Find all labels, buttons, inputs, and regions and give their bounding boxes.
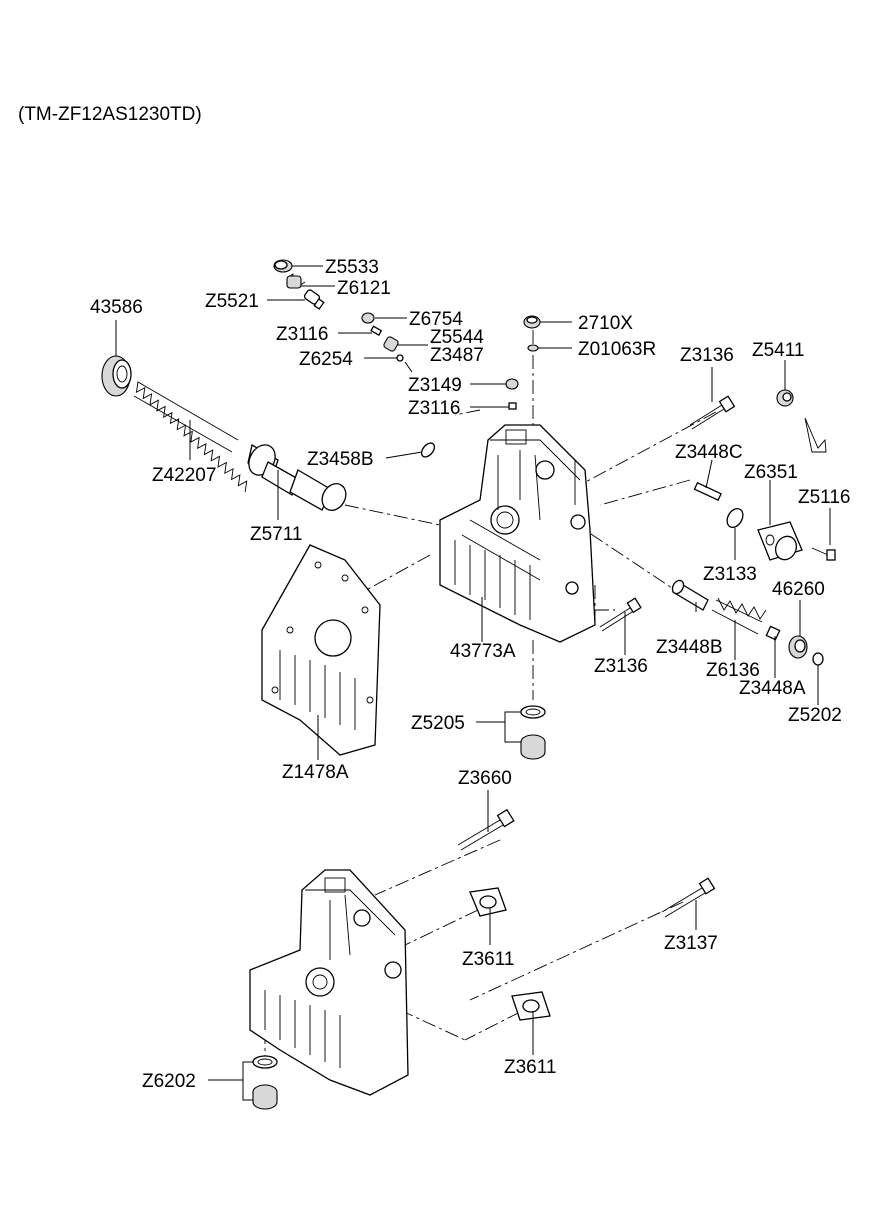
part-z3136-b-bolt xyxy=(599,597,642,632)
label-z3660: Z3660 xyxy=(458,768,512,789)
part-lower-valve-body xyxy=(249,869,409,1096)
label-z6754: Z6754 xyxy=(409,309,463,330)
part-z3149 xyxy=(505,378,519,390)
label-z3611-a: Z3611 xyxy=(462,949,514,970)
label-z3137: Z3137 xyxy=(664,933,718,954)
label-2710x: 2710X xyxy=(578,313,633,334)
label-z3458b: Z3458B xyxy=(307,449,374,470)
label-z3448c: Z3448C xyxy=(675,442,743,463)
part-z5205 xyxy=(520,705,546,760)
label-z3136-a: Z3136 xyxy=(680,345,734,366)
label-z3116-b: Z3116 xyxy=(408,398,460,419)
label-z3611-b: Z3611 xyxy=(504,1057,556,1078)
part-z5202 xyxy=(812,652,824,666)
label-z42207: Z42207 xyxy=(152,465,216,486)
part-z3448c xyxy=(693,481,722,501)
label-z5521: Z5521 xyxy=(205,291,259,312)
label-z3448a: Z3448A xyxy=(739,678,806,699)
label-46260: 46260 xyxy=(772,579,825,600)
label-z6121: Z6121 xyxy=(337,278,391,299)
part-z6202 xyxy=(252,1055,278,1110)
part-z5411 xyxy=(776,389,794,407)
part-z3133 xyxy=(726,508,744,528)
part-labels: Z5533 Z6121 Z5521 Z6754 Z3116 Z5544 Z348… xyxy=(90,257,850,1092)
label-z5711: Z5711 xyxy=(250,524,302,545)
part-43773a-valve-body xyxy=(439,424,596,643)
part-43586 xyxy=(101,355,132,397)
part-z3458b xyxy=(420,442,436,458)
part-z5521 xyxy=(303,289,325,310)
part-z6136 xyxy=(711,597,767,635)
part-z5116 xyxy=(811,547,836,561)
label-z5411: Z5411 xyxy=(752,340,804,361)
part-z6754 xyxy=(361,312,375,324)
part-z6121 xyxy=(286,273,306,289)
part-z01063r xyxy=(527,344,539,352)
label-z6136: Z6136 xyxy=(706,660,760,681)
part-z3611-b-flange xyxy=(511,991,551,1021)
label-z6202: Z6202 xyxy=(142,1071,196,1092)
part-2710x xyxy=(523,315,541,329)
part-z3448b xyxy=(671,579,709,611)
label-z6351: Z6351 xyxy=(744,462,798,483)
label-z3116-a: Z3116 xyxy=(276,324,328,345)
label-z3133: Z3133 xyxy=(703,564,757,585)
part-z5544 xyxy=(383,336,399,352)
part-z42207 xyxy=(133,381,248,492)
part-z3137-bolt xyxy=(661,877,716,918)
label-z5205: Z5205 xyxy=(411,713,465,734)
part-z3116-a xyxy=(370,325,383,336)
label-z01063r: Z01063R xyxy=(578,339,656,360)
part-z5711 xyxy=(247,443,347,511)
leader-lines xyxy=(115,265,831,1101)
label-z3149: Z3149 xyxy=(408,375,462,396)
part-46260 xyxy=(788,635,808,659)
label-z5533: Z5533 xyxy=(325,257,379,278)
label-z6254: Z6254 xyxy=(299,349,353,370)
part-z6351 xyxy=(757,521,803,561)
part-z3116-b xyxy=(508,402,517,410)
label-z5202: Z5202 xyxy=(788,705,842,726)
label-z5544: Z5544 xyxy=(430,327,484,348)
part-clip xyxy=(804,417,827,453)
diagram-title: (TM-ZF12AS1230TD) xyxy=(18,104,202,125)
label-43586: 43586 xyxy=(90,297,143,318)
part-z6254 xyxy=(396,354,404,362)
part-z3611-a-flange xyxy=(469,887,507,917)
label-z3136-b: Z3136 xyxy=(594,656,648,677)
part-z3660-bolt xyxy=(457,808,515,851)
label-z3448b: Z3448B xyxy=(656,637,723,658)
label-z3487: Z3487 xyxy=(430,345,484,366)
part-z1478a-separator-plate xyxy=(261,544,381,756)
part-z5533 xyxy=(273,259,293,273)
assembly-lines xyxy=(264,330,717,1060)
label-z1478a: Z1478A xyxy=(282,762,349,783)
label-z5116: Z5116 xyxy=(798,487,850,508)
part-z3136-a-bolt xyxy=(689,395,736,430)
part-z3448a xyxy=(765,625,781,641)
label-43773a: 43773A xyxy=(450,641,516,662)
